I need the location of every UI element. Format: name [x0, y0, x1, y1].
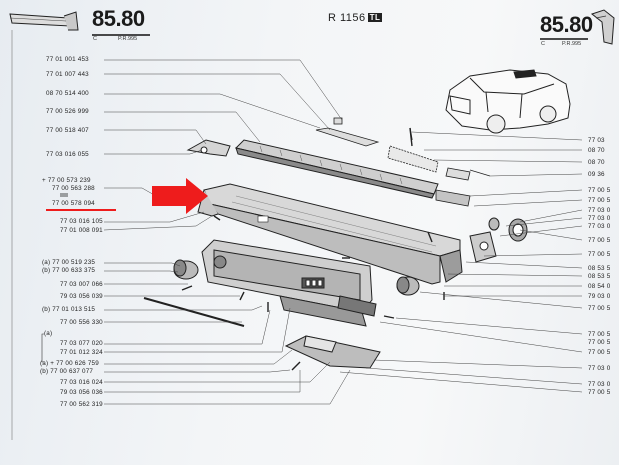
part-ref: 77 01 008 091	[60, 227, 103, 234]
part-ref: 08 53 5	[588, 273, 611, 280]
part-ref: 77 00 5	[588, 197, 611, 204]
part-ref: 77 00 556 330	[60, 319, 103, 326]
part-ref: (a) + 77 00 626 759	[40, 360, 99, 367]
part-ref-highlighted: 77 00 578 094	[52, 200, 95, 207]
upper-dash-cover-illustration	[235, 139, 439, 199]
rod-illustration	[143, 297, 245, 327]
model-code: R 1156	[328, 12, 366, 24]
page-number-left: 85.80	[92, 6, 145, 32]
page-right-sub-c: C	[541, 41, 545, 47]
right-vent-illustration	[396, 276, 420, 296]
part-ref: 77 00 563 288	[52, 185, 95, 192]
part-ref: + 77 00 573 239	[42, 177, 91, 184]
page-left-sub-pr: P.R.995	[118, 36, 138, 42]
part-ref: 79 03 0	[588, 293, 611, 300]
part-ref: (b) 77 01 013 515	[42, 306, 96, 313]
part-ref: (b) 77 00 633 375	[42, 267, 96, 274]
part-ref: 79 03 056 036	[60, 389, 103, 396]
leader-lines-right	[339, 131, 583, 393]
page-left-sub-c: C	[93, 36, 97, 42]
part-ref: 77 00 5	[588, 305, 611, 312]
part-ref: 77 00 526 999	[46, 108, 89, 115]
part-ref: 77 03 016 105	[60, 218, 103, 225]
part-ref: 77 00 5	[588, 389, 611, 396]
part-ref: 77 00 5	[588, 349, 611, 356]
part-ref: 77 03 0	[588, 365, 611, 372]
part-ref: 77 01 001 453	[46, 56, 89, 63]
page-number-right: 85.80	[540, 12, 593, 38]
part-ref: 77 03	[588, 137, 605, 144]
part-ref: 08 53 5	[588, 265, 611, 272]
highlight-arrow	[152, 178, 208, 214]
part-ref: 77 03 0	[588, 207, 611, 214]
part-ref: 77 03 0	[588, 215, 611, 222]
part-ref: 77 00 562 319	[60, 401, 103, 408]
part-ref: 77 00 5	[588, 331, 611, 338]
leader-lines-left	[103, 59, 351, 405]
part-ref: 77 00 5	[588, 237, 611, 244]
left-end-bracket-illustration	[186, 139, 231, 157]
part-ref: (b) 77 00 637 077	[40, 368, 94, 375]
part-ref: 08 70 514 400	[46, 90, 89, 97]
right-side-parts-illustration	[469, 217, 528, 263]
part-ref: 77 03 077 020	[60, 340, 103, 347]
part-ref: 77 03 016 024	[60, 379, 103, 386]
page-right-sub-pr: P.R.995	[562, 41, 582, 47]
part-ref: 09 36	[588, 171, 605, 178]
lower-tray-illustration	[284, 335, 381, 369]
corner-part-left-illustration	[9, 11, 79, 31]
corner-part-right-illustration	[590, 9, 615, 45]
part-ref: 08 54 0	[588, 283, 611, 290]
car-illustration	[445, 69, 571, 134]
part-ref: 77 03 0	[588, 223, 611, 230]
instrument-panel-illustration	[201, 239, 377, 327]
left-vent-illustration	[173, 259, 199, 280]
page-number-left-text: 85.80	[92, 6, 145, 31]
part-ref: 77 03 016 055	[46, 151, 89, 158]
part-ref: 77 00 5	[588, 251, 611, 258]
part-ref: 79 03 056 039	[60, 293, 103, 300]
model-badge: TL	[367, 13, 383, 22]
part-ref: (a)	[44, 330, 53, 337]
part-ref: 08 70	[588, 147, 605, 154]
page-number-right-text: 85.80	[540, 12, 593, 37]
part-ref: 77 01 012 324	[60, 349, 103, 356]
part-ref: (a) 77 00 519 235	[42, 259, 96, 266]
part-ref: 77 01 007 443	[46, 71, 89, 78]
part-ref: 77 00 5	[588, 187, 611, 194]
part-ref: 77 00 518 407	[46, 127, 89, 134]
part-ref: 77 03 007 066	[60, 281, 103, 288]
part-ref: 77 03 0	[588, 381, 611, 388]
part-ref: 08 70	[588, 159, 605, 166]
part-ref: 77 00 5	[588, 339, 611, 346]
